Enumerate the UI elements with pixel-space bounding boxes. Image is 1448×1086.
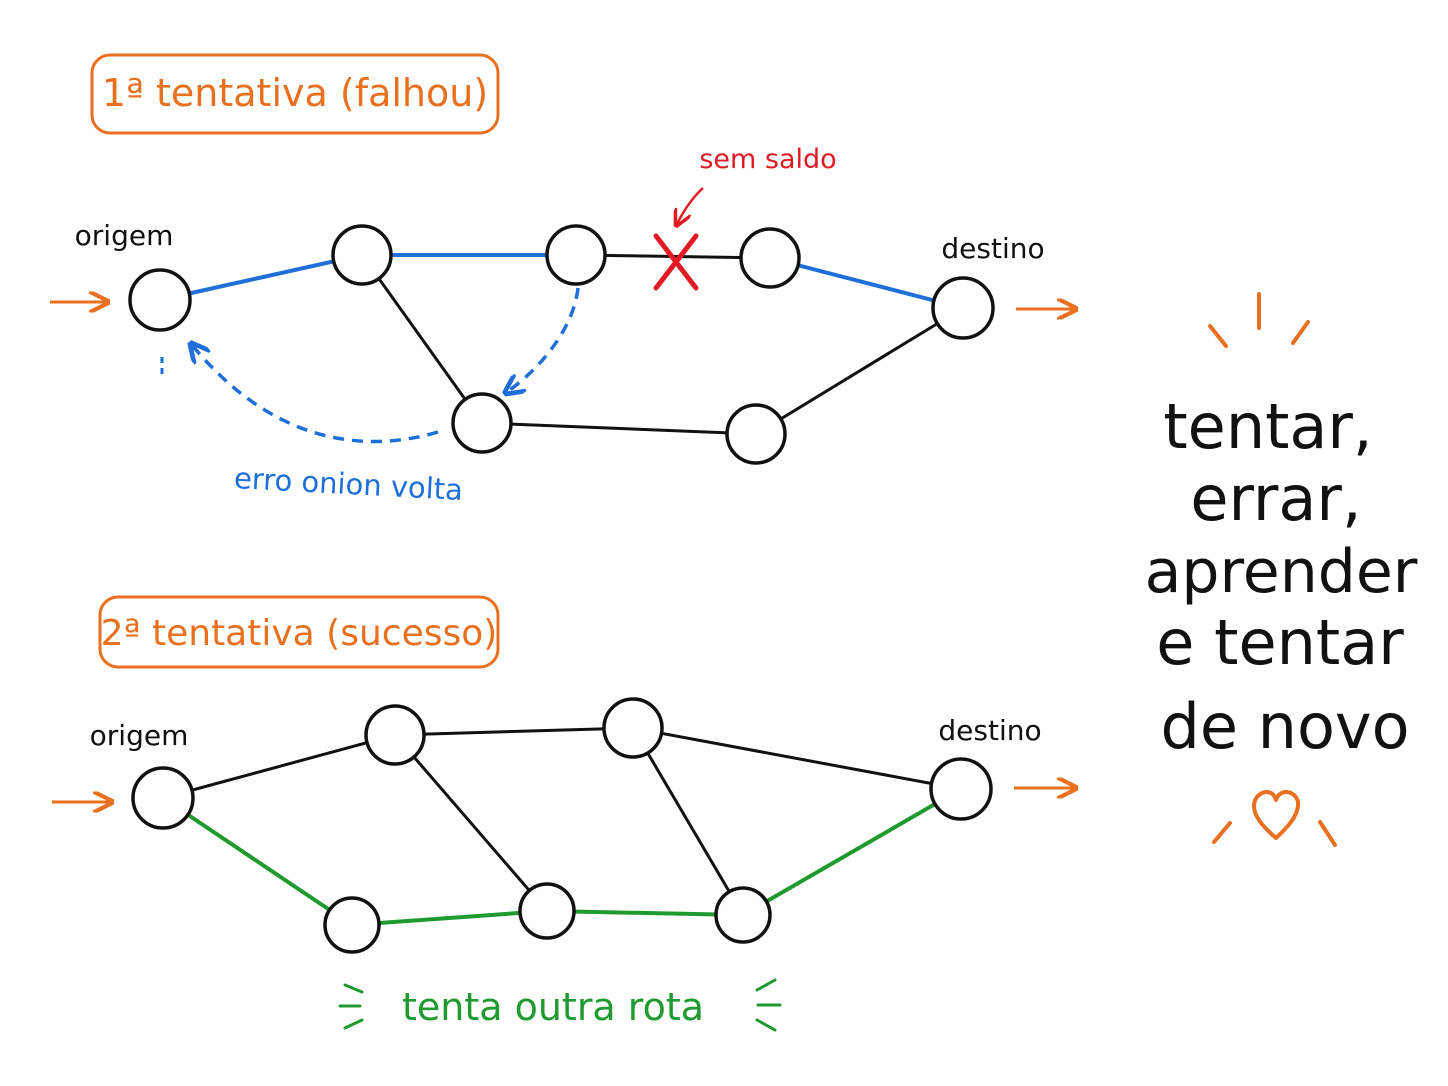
attempt-1-destination-label: destino xyxy=(941,232,1044,265)
edge-n1-n4 xyxy=(360,254,484,424)
motto-sparkle-bottom-icon xyxy=(1212,820,1337,847)
fail-note-arrow xyxy=(677,187,704,224)
error-note: erro onion volta xyxy=(233,461,464,507)
edge2-t1-t2 xyxy=(394,726,634,737)
motto-line-3: aprender xyxy=(1145,537,1418,607)
attempt-2-destination-node xyxy=(929,757,993,821)
attempt-1-node-5 xyxy=(725,403,787,465)
error-return-path-1 xyxy=(507,287,580,392)
attempt-2-node-bottom-2 xyxy=(518,882,576,940)
attempt-2: 2ª tentativa (sucesso) origem destino te… xyxy=(52,595,1074,1032)
retry-sparkle-left-icon xyxy=(338,983,364,1030)
edge2-t2-destination xyxy=(632,726,962,791)
attempt-1-node-2 xyxy=(545,224,607,286)
attempt-2-origin-label: origem xyxy=(90,719,189,752)
retry-sparkle-right-icon xyxy=(755,978,782,1032)
edge2-origin-t1 xyxy=(162,733,396,800)
edge2-b1-b2 xyxy=(351,909,548,927)
motto-sparkle-top-icon xyxy=(1208,292,1310,348)
motto-line-2: errar, xyxy=(1190,462,1361,535)
attempt-2-destination-label: destino xyxy=(938,714,1041,747)
motto-line-1: tentar, xyxy=(1163,390,1372,463)
motto-line-4: e tentar xyxy=(1156,606,1404,679)
attempt-2-origin-node xyxy=(131,766,195,830)
attempt-1-origin-node xyxy=(128,268,192,332)
failure-cross-icon xyxy=(653,233,699,291)
edge-n5-destination xyxy=(755,306,964,436)
attempt-1-origin-label: origem xyxy=(75,219,174,252)
edge-n4-n5 xyxy=(481,421,757,436)
attempt-1-node-3 xyxy=(739,227,801,289)
edge-n3-destination xyxy=(769,256,964,310)
attempt-1-node-4 xyxy=(451,392,513,454)
edge2-b3-destination xyxy=(741,787,963,917)
motto-line-5: de novo xyxy=(1160,690,1409,763)
attempt-1-title-box xyxy=(90,53,500,135)
edge2-t2-b3 xyxy=(631,727,745,916)
fail-note: sem saldo xyxy=(699,144,836,175)
attempt-2-node-top-2 xyxy=(602,697,664,759)
attempt-1-destination-node xyxy=(931,276,995,340)
edge2-t1-b2 xyxy=(393,734,549,912)
error-return-path-2 xyxy=(192,345,439,444)
attempt-1-node-1 xyxy=(331,224,393,286)
edge2-origin-b1 xyxy=(161,796,354,927)
attempt-2-title: 2ª tentativa (sucesso) xyxy=(101,613,498,654)
motto: tentar, errar, aprender e tentar de novo xyxy=(1145,292,1418,847)
attempt-2-node-bottom-1 xyxy=(323,896,381,954)
edge-origin-n1 xyxy=(159,253,363,302)
retry-note: tenta outra rota xyxy=(402,985,704,1029)
heart-icon xyxy=(1252,790,1301,840)
attempt-1-title: 1ª tentativa (falhou) xyxy=(102,71,488,115)
edge2-b2-b3 xyxy=(546,909,744,917)
attempt-2-node-bottom-3 xyxy=(714,886,772,944)
attempt-2-title-box xyxy=(98,595,500,669)
attempt-2-node-top-1 xyxy=(364,704,426,766)
attempt-1: 1ª tentativa (falhou) sem saldo erro oni… xyxy=(50,53,1074,507)
